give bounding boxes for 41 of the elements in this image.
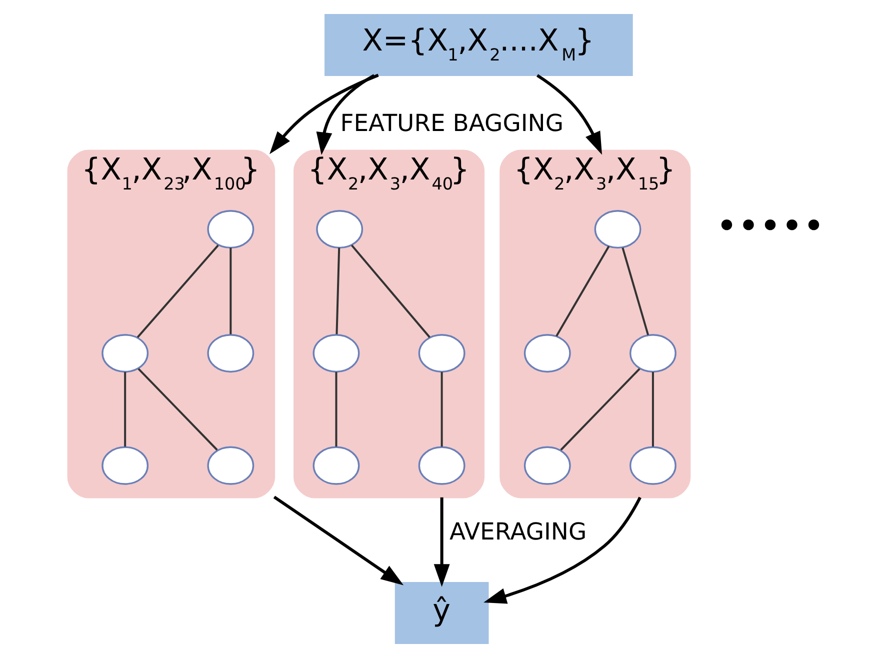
node-circle xyxy=(102,334,149,373)
connector xyxy=(440,372,443,447)
arrow xyxy=(434,497,450,587)
node-circle xyxy=(594,210,642,249)
connector xyxy=(138,368,218,451)
connector xyxy=(350,244,430,338)
node-circle xyxy=(316,210,364,249)
node-box: X={X$_{1}$,X$_{2}$....X$_{M}$} xyxy=(324,14,633,76)
arrow xyxy=(273,496,404,586)
node-circle xyxy=(207,334,254,373)
node-circle xyxy=(312,446,360,485)
node-circle xyxy=(630,446,676,485)
connector xyxy=(560,368,640,451)
cluster: {X$_{1}$,X$_{23}$,X$_{100}$} xyxy=(67,150,276,498)
node-box: ŷ xyxy=(394,582,489,644)
node-circle xyxy=(418,334,466,373)
node-circle xyxy=(524,334,571,373)
node-circle xyxy=(207,210,254,249)
label: ••••• xyxy=(716,204,825,248)
node-circle xyxy=(102,446,149,485)
connector xyxy=(136,244,219,338)
node-circle xyxy=(207,446,254,485)
arrow xyxy=(536,74,602,155)
edge-label: FEATURE BAGGING xyxy=(340,108,564,137)
connector xyxy=(652,372,654,447)
arrow xyxy=(484,496,642,604)
connector xyxy=(230,248,232,334)
cluster: {X$_{2}$,X$_{3}$,X$_{15}$} xyxy=(500,150,691,498)
connector xyxy=(124,372,126,447)
connector xyxy=(556,246,610,337)
arrow xyxy=(270,74,379,154)
arrow xyxy=(316,74,375,156)
node-circle xyxy=(418,446,466,485)
connector xyxy=(622,247,650,336)
node-circle xyxy=(524,446,571,485)
node-circle xyxy=(312,334,360,373)
connector xyxy=(336,248,340,334)
node-circle xyxy=(630,334,676,373)
edge-label: AVERAGING xyxy=(449,518,587,546)
connector xyxy=(335,372,338,447)
cluster: {X$_{2}$,X$_{3}$,X$_{40}$} xyxy=(294,150,485,498)
